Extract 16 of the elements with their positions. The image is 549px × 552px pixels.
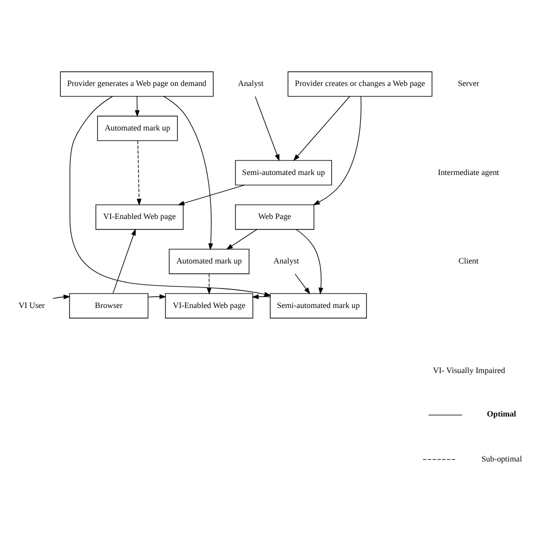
arrow xyxy=(294,273,310,294)
arrow xyxy=(52,294,70,299)
arrow xyxy=(312,96,362,205)
arrow xyxy=(293,96,350,160)
arrow xyxy=(226,228,258,250)
arrow xyxy=(252,294,270,299)
arrow xyxy=(148,294,166,299)
arrow xyxy=(112,228,136,294)
arrow xyxy=(178,184,245,205)
arrow xyxy=(296,228,324,294)
arrow xyxy=(136,140,142,206)
arrow xyxy=(134,96,140,116)
arrow xyxy=(206,273,212,294)
arrow xyxy=(254,96,280,161)
arrow xyxy=(163,96,214,250)
arrow xyxy=(70,96,272,296)
